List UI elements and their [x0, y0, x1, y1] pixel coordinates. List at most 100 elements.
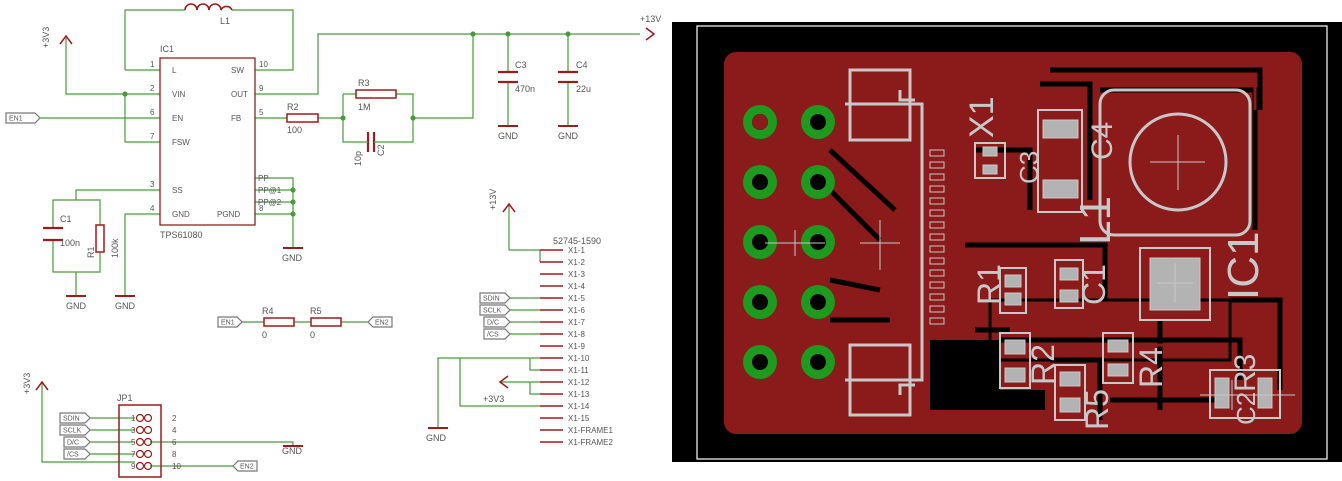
fpc-pad	[929, 149, 945, 157]
fpc-pad	[929, 185, 945, 193]
label-r3: R3	[1229, 354, 1262, 392]
ic-pin-number: 8	[259, 204, 264, 213]
resistor-r5	[310, 317, 342, 327]
jp1-tht-pads	[743, 105, 835, 379]
label-ic1: IC1	[1219, 232, 1268, 300]
supply-arrows	[35, 27, 656, 391]
r5-value: 0	[310, 330, 315, 340]
connector-pin-label: X1-8	[568, 330, 585, 339]
header-pin-number: 8	[172, 450, 177, 459]
fpc-pad	[929, 281, 945, 289]
ic-pin-name: PGND	[217, 210, 240, 219]
inductor-l1	[184, 3, 233, 11]
fpc-pads	[929, 149, 945, 325]
label-l1: L1	[1071, 196, 1120, 245]
fpc-pad	[929, 245, 945, 253]
label-r4: R4	[1133, 347, 1169, 388]
label-r1: R1	[971, 264, 1007, 305]
c3-value: 470n	[515, 84, 535, 94]
supply-3v3-conn: +3V3	[483, 394, 504, 404]
supply-13v-conn: +13V	[488, 189, 498, 210]
net-flag-text: SCLK	[483, 308, 502, 315]
resistor-r4	[263, 317, 295, 327]
connector-pin-label: X1-13	[568, 390, 590, 399]
fpc-pad	[929, 173, 945, 181]
net-flag-text: EN1	[221, 320, 235, 327]
ic-pin-name: GND	[172, 210, 190, 219]
ic-pin-number: 4	[150, 204, 155, 213]
gnd-pgnd: GND	[282, 253, 303, 263]
net-flag-text: /CS	[487, 332, 499, 339]
r5-ref: R5	[310, 306, 322, 316]
header-pin	[135, 425, 145, 435]
header-pin-number: 10	[172, 462, 181, 471]
net-flag-text: EN2	[240, 464, 254, 471]
net-flag-text: SCLK	[63, 428, 82, 435]
header-pin	[143, 425, 153, 435]
r1-ref: R1	[86, 246, 96, 258]
header-pin-number: 6	[172, 438, 177, 447]
ic-pin-number: 7	[150, 132, 155, 141]
ic-pin-number: 9	[259, 84, 264, 93]
c1-value: 100n	[60, 238, 80, 248]
c2-ref: C2	[376, 144, 386, 156]
c3-ref: C3	[515, 60, 527, 70]
net-flag-text: /CS	[67, 452, 79, 459]
connector-pin-label: X1-2	[568, 258, 585, 267]
net-flag	[479, 304, 511, 316]
net-flag	[5, 112, 41, 124]
header-pin-number: 4	[172, 426, 177, 435]
ic-pin-number: 6	[150, 108, 155, 117]
connector-pin-label: X1-4	[568, 282, 585, 291]
header-pin-number: 3	[131, 426, 136, 435]
ic-pin-name: SW	[231, 66, 244, 75]
header-pin	[143, 449, 153, 459]
label-c2: C2	[1231, 392, 1261, 425]
tht-drill	[810, 234, 826, 250]
fpc-pad	[929, 293, 945, 301]
keepout-area	[930, 340, 1045, 410]
header-pin	[135, 461, 145, 471]
connector-value: 52745-1590	[553, 236, 601, 246]
connector-pin-label: X1-7	[568, 318, 585, 327]
header-pin	[135, 413, 145, 423]
header-pin-number: 9	[131, 462, 136, 471]
resistor-r1	[95, 224, 105, 253]
board-outline	[696, 25, 1328, 460]
ic-pin-name: FSW	[172, 138, 190, 147]
gnd-ic: GND	[115, 301, 136, 311]
net-flag-text: EN1	[9, 116, 23, 123]
fpc-pad	[929, 161, 945, 169]
supply-3v3-top: +3V3	[41, 27, 51, 48]
header-pin	[135, 449, 145, 459]
schematic-wires	[40, 9, 640, 467]
ground-symbols	[66, 125, 578, 447]
net-flag	[217, 316, 243, 328]
tht-pin1-marker	[752, 114, 768, 130]
ic-pin-number: 10	[259, 60, 268, 69]
header-pin	[143, 461, 153, 471]
jp1-ref: JP1	[117, 393, 133, 403]
header-pin-number: 2	[172, 414, 177, 423]
net-flag-text: D/C	[487, 320, 499, 327]
header-pin-number: 1	[131, 414, 136, 423]
tht-drill	[752, 234, 768, 250]
connector-pin-label: X1-FRAME1	[568, 426, 613, 435]
supply-3v3-jp: +3V3	[22, 373, 32, 394]
tht-drill	[810, 114, 826, 130]
fpc-pad	[929, 221, 945, 229]
gnd-jp: GND	[282, 446, 303, 456]
fpc-pad	[929, 209, 945, 217]
tht-drill	[752, 174, 768, 190]
fpc-pad	[929, 257, 945, 265]
net-flag	[59, 412, 91, 424]
c4-ref: C4	[576, 60, 588, 70]
label-c4: C4	[1086, 122, 1119, 160]
connector-pin-label: X1-15	[568, 414, 590, 423]
header-pin-number: 5	[131, 438, 136, 447]
connector-pin-label: X1-10	[568, 354, 590, 363]
connector-pin-label: X1-5	[568, 294, 585, 303]
gnd-conn: GND	[426, 433, 447, 443]
connector-pin-label: X1-1	[568, 246, 585, 255]
